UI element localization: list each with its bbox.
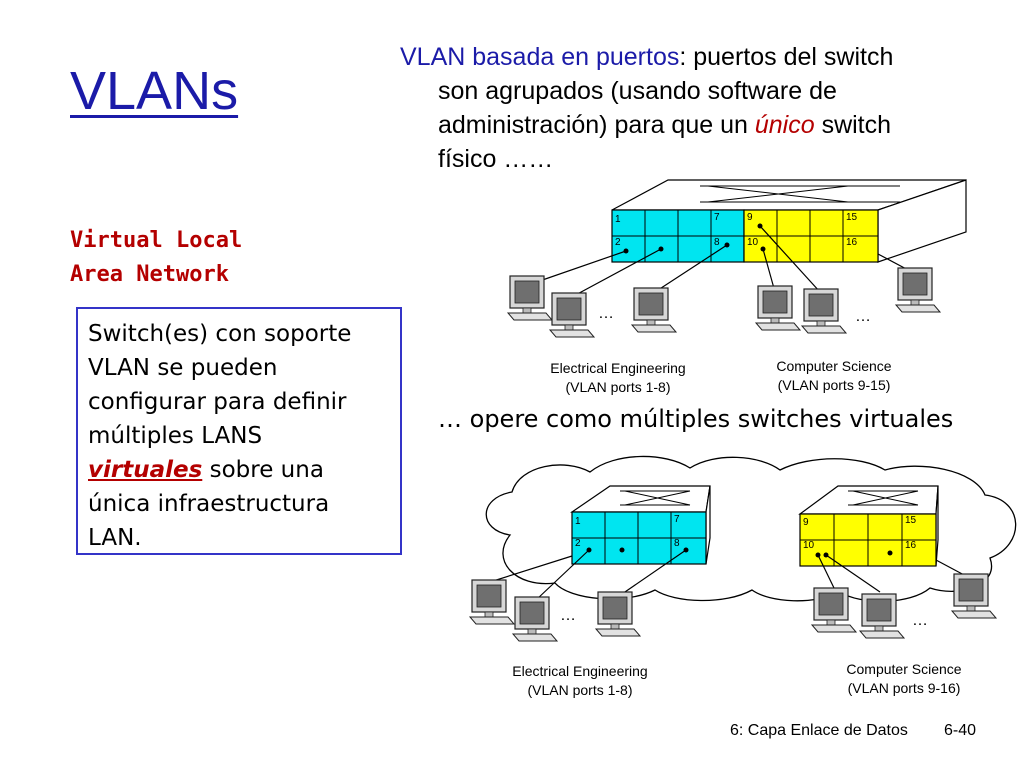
top-port-15: 15 <box>846 212 858 223</box>
top-port-10: 10 <box>747 237 759 248</box>
intro-text: VLAN basada en puertos: puertos del swit… <box>400 40 1000 176</box>
subtitle: Virtual Local Area Network <box>70 224 242 292</box>
definition-box: Switch(es) con soporte VLAN se pueden co… <box>76 307 402 555</box>
intro-term: VLAN basada en puertos <box>400 43 680 71</box>
box-line-2: VLAN se pueden <box>88 355 278 381</box>
box-line-7: LAN. <box>88 525 142 551</box>
top-group-right-ports: (VLAN ports 9-15) <box>778 377 891 393</box>
bottom-switch-right: 9 15 10 16 <box>798 485 939 567</box>
intro-line-2: son agrupados (usando software de <box>438 77 837 105</box>
intro-line-4: físico …… <box>438 145 554 173</box>
intro-line-3-pre: administración) para que un <box>438 111 755 139</box>
bottom-port-9: 9 <box>803 517 809 528</box>
top-port-7: 7 <box>714 212 720 223</box>
top-switch: 1 7 2 8 9 15 10 16 <box>611 179 967 263</box>
bottom-group-left-name: Electrical Engineering <box>512 663 647 679</box>
top-group-left-name: Electrical Engineering <box>550 360 685 376</box>
computer-icon <box>951 573 997 619</box>
bottom-port-8: 8 <box>674 538 680 549</box>
computer-icon <box>755 285 801 331</box>
bottom-port-2: 2 <box>575 538 581 549</box>
bottom-port-10: 10 <box>803 540 815 551</box>
top-port-2: 2 <box>615 237 621 248</box>
intro-line-3-post: switch <box>814 111 892 139</box>
box-line-4: múltiples LANS <box>88 423 263 449</box>
box-line-5-em: virtuales <box>88 457 203 483</box>
intro-line-3-em: único <box>754 111 815 139</box>
footer-page-number: 6-40 <box>944 722 977 739</box>
bottom-switch-left: 1 7 2 8 <box>570 485 711 565</box>
bottom-ellipsis-right: … <box>912 612 928 629</box>
bottom-group-left-ports: (VLAN ports 1-8) <box>527 682 632 698</box>
slide-title: VLANs <box>70 61 239 121</box>
bottom-port-15: 15 <box>905 515 917 526</box>
computer-icon <box>469 579 515 625</box>
top-port-1: 1 <box>615 214 621 225</box>
subtitle-line-2: Area Network <box>70 262 229 287</box>
top-ellipsis-right: … <box>855 308 871 325</box>
bottom-port-7: 7 <box>674 514 680 525</box>
bottom-ellipsis-left: … <box>560 607 576 624</box>
footer-chapter: 6: Capa Enlace de Datos <box>730 722 908 739</box>
top-group-left-ports: (VLAN ports 1-8) <box>565 379 670 395</box>
top-port-8: 8 <box>714 237 720 248</box>
top-pcs <box>507 267 941 338</box>
computer-icon <box>507 275 553 321</box>
computer-icon <box>512 596 558 642</box>
box-line-6: única infraestructura <box>88 491 330 517</box>
intro-line-1: : puertos del switch <box>679 43 894 71</box>
box-line-3: configurar para definir <box>88 389 347 415</box>
computer-icon <box>549 292 595 338</box>
top-group-right-name: Computer Science <box>776 358 891 374</box>
computer-icon <box>631 287 677 333</box>
top-ellipsis-left: … <box>598 305 614 322</box>
box-line-5-rest: sobre una <box>202 457 324 483</box>
top-port-16: 16 <box>846 237 858 248</box>
opere-text: … opere como múltiples switches virtuale… <box>438 405 954 433</box>
bottom-group-right-name: Computer Science <box>846 661 961 677</box>
subtitle-line-1: Virtual Local <box>70 228 243 253</box>
computer-icon <box>801 288 847 334</box>
computer-icon <box>595 591 641 637</box>
bottom-port-16: 16 <box>905 540 917 551</box>
bottom-group-right-ports: (VLAN ports 9-16) <box>848 680 961 696</box>
top-port-9: 9 <box>747 212 753 223</box>
computer-icon <box>895 267 941 313</box>
bottom-port-1: 1 <box>575 516 581 527</box>
box-line-1: Switch(es) con soporte <box>88 321 352 347</box>
bottom-cables <box>489 549 967 601</box>
